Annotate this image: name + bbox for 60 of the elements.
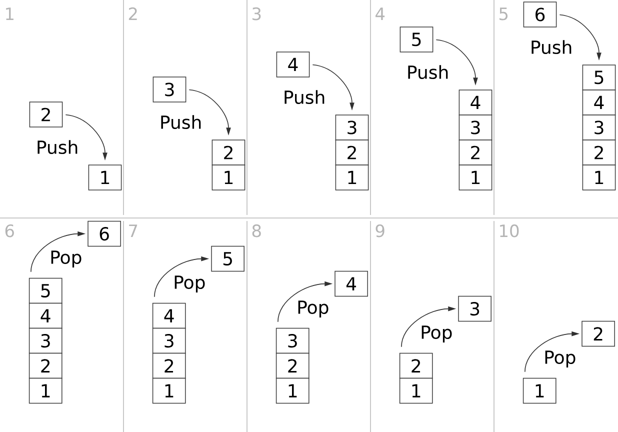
- stack-cell: 1: [458, 164, 492, 190]
- stack-cell: 3: [152, 328, 186, 354]
- stack-cell: 1: [582, 164, 616, 190]
- edge-label: Pop: [422, 326, 452, 343]
- stack-cell: 5: [28, 278, 62, 304]
- number-box: 3: [458, 296, 492, 322]
- stack-cell: 3: [276, 328, 310, 354]
- panel-number: 9: [376, 224, 384, 238]
- stack-cell: 1: [88, 164, 122, 190]
- stack-cell: 2: [335, 140, 369, 166]
- number-box: 2: [29, 102, 63, 128]
- edge-label: Push: [284, 90, 324, 104]
- stack-cell: 3: [28, 328, 62, 354]
- stack-cell: 3: [582, 114, 616, 140]
- stack-cell: 4: [152, 302, 186, 329]
- stack-cell: 1: [152, 378, 186, 404]
- number-box: 2: [582, 320, 615, 347]
- number-box: 6: [523, 2, 557, 28]
- number-box: 4: [334, 270, 368, 297]
- stack-cell: 1: [522, 378, 556, 404]
- panel-number: 5: [500, 8, 508, 20]
- panel-number: 7: [129, 224, 138, 237]
- stack-cell: 1: [212, 164, 246, 190]
- panel-number: 3: [252, 7, 261, 20]
- stack-cell: 1: [276, 378, 310, 404]
- stack-cell: 5: [582, 64, 616, 90]
- stack-cell: 2: [399, 352, 433, 379]
- stack-cell: 2: [276, 352, 310, 379]
- stack-cell: 4: [28, 302, 62, 329]
- edge-label: Push: [532, 40, 572, 54]
- panel-number: 4: [376, 8, 385, 20]
- edge-label: Pop: [51, 250, 82, 268]
- stack-cell: 2: [212, 140, 246, 166]
- number-box: 6: [88, 220, 121, 247]
- stack-cell: 3: [335, 114, 369, 140]
- number-box: 4: [276, 52, 310, 78]
- stack-cell: 3: [458, 114, 492, 140]
- edge-label: Pop: [545, 350, 576, 368]
- stack-cell: 4: [582, 90, 616, 116]
- panel-number: 1: [6, 8, 14, 20]
- stack-cell: 1: [399, 378, 433, 404]
- stack-cell: 2: [28, 352, 62, 379]
- panel-number: 8: [252, 224, 261, 238]
- number-box: 5: [400, 26, 434, 52]
- stack-cell: 2: [152, 352, 186, 379]
- edge-label: Push: [38, 140, 78, 154]
- edge-label: Push: [161, 115, 201, 130]
- stack-cell: 2: [582, 140, 616, 166]
- edge-label: Pop: [174, 276, 205, 293]
- stack-cell: 2: [458, 140, 492, 166]
- edge-label: Push: [408, 65, 448, 80]
- edge-label: Pop: [298, 300, 328, 318]
- panel-number: 6: [5, 224, 14, 238]
- number-box: 3: [152, 76, 186, 102]
- stack-cell: 1: [28, 378, 62, 404]
- panel-number: 10: [500, 224, 519, 238]
- number-box: 5: [211, 246, 244, 272]
- stack-cell: 4: [458, 90, 492, 116]
- stack-cell: 1: [335, 164, 369, 190]
- panel-number: 2: [128, 7, 137, 20]
